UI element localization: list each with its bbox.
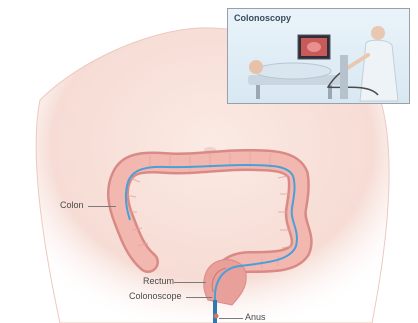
doctor-head <box>371 26 385 40</box>
procedure-illustration <box>228 9 409 103</box>
patient <box>255 63 331 79</box>
colonoscopy-inset: Colonoscopy <box>227 8 410 104</box>
rectum-leader <box>174 282 206 283</box>
rectum-label: Rectum <box>143 277 174 286</box>
anus-marker <box>214 314 219 319</box>
inset-title: Colonoscopy <box>234 13 291 23</box>
colonoscope-leader <box>186 297 212 298</box>
colonoscope-label: Colonoscope <box>129 292 182 301</box>
colon-label: Colon <box>60 201 84 210</box>
anus-label: Anus <box>245 313 266 322</box>
colon-leader <box>88 206 116 207</box>
anus-leader <box>219 318 243 319</box>
doctor-body <box>360 40 398 101</box>
